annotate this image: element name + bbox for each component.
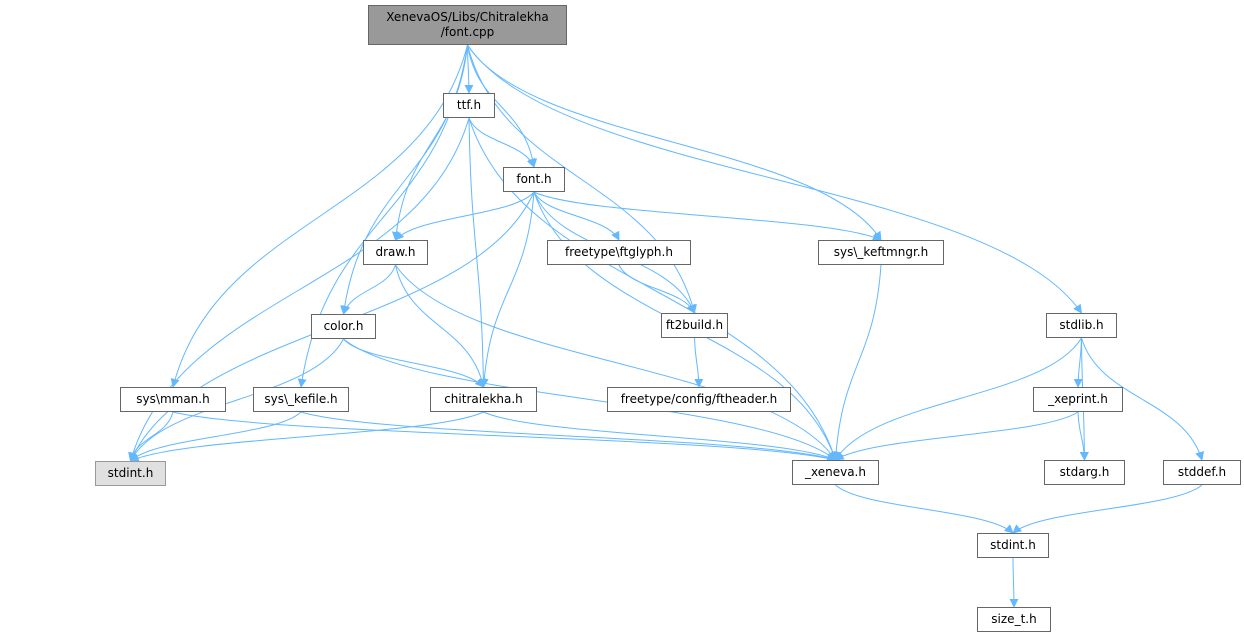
- node-root[interactable]: XenevaOS/Libs/Chitralekha /font.cpp: [368, 5, 567, 45]
- node-draw[interactable]: draw.h: [363, 240, 428, 265]
- edge-root-to-stdlib: [467, 44, 1083, 314]
- edge-chitralekha-to-xeneva: [483, 411, 837, 461]
- edge-sysmman-to-xeneva: [172, 411, 837, 463]
- edge-kefile-to-stdint-leaf: [129, 411, 302, 462]
- node-sysmman[interactable]: sys\mman.h: [120, 387, 226, 412]
- edge-xeprint-to-stdarg: [1077, 411, 1089, 461]
- edge-stdint-to-size-t: [1009, 557, 1019, 608]
- edge-ttf-to-font: [468, 117, 536, 168]
- node-stdint[interactable]: stdint.h: [977, 533, 1049, 558]
- edge-root-to-draw: [391, 44, 468, 241]
- node-kefile[interactable]: sys\_kefile.h: [253, 387, 349, 412]
- node-color[interactable]: color.h: [311, 314, 376, 339]
- node-ft2build[interactable]: ft2build.h: [661, 313, 728, 338]
- edge-root-to-ttf: [464, 44, 474, 94]
- node-keftmngr[interactable]: sys\_keftmngr.h: [818, 240, 944, 265]
- node-stddef[interactable]: stddef.h: [1163, 460, 1241, 485]
- edge-root-to-font: [467, 44, 538, 168]
- node-stdlib[interactable]: stdlib.h: [1046, 313, 1117, 338]
- edge-kefile-to-xeneva: [300, 411, 837, 462]
- edge-keftmngr-to-xeneva: [831, 264, 882, 461]
- edge-chitralekha-to-stdint-leaf: [129, 411, 484, 462]
- edge-xeprint-to-xeneva: [834, 411, 1079, 461]
- node-stdint-leaf[interactable]: stdint.h: [95, 461, 166, 486]
- edge-root-to-color: [340, 44, 468, 315]
- node-xeprint[interactable]: _xeprint.h: [1033, 387, 1123, 412]
- edge-stdlib-to-xeprint: [1073, 337, 1083, 388]
- edge-ftglyph-to-ft2build: [618, 264, 696, 314]
- edge-ft2build-to-ftheader: [694, 337, 704, 388]
- edge-root-to-sysmman: [170, 44, 468, 388]
- edge-font-to-draw: [394, 191, 535, 241]
- node-ftglyph[interactable]: freetype\ftglyph.h: [547, 240, 691, 265]
- edge-root-to-keftmngr: [467, 44, 882, 241]
- edge-stddef-to-stdint: [1012, 484, 1203, 534]
- edge-color-to-stdint-leaf: [130, 338, 344, 462]
- node-ttf[interactable]: ttf.h: [443, 93, 495, 118]
- node-stdarg[interactable]: stdarg.h: [1044, 460, 1125, 485]
- edge-font-to-chitralekha: [479, 191, 535, 388]
- node-xeneva[interactable]: _xeneva.h: [792, 460, 879, 485]
- edge-draw-to-xeneva: [395, 264, 837, 461]
- edge-stdlib-to-stddef: [1081, 337, 1205, 461]
- edge-root-to-ft2build: [467, 44, 697, 314]
- edge-font-to-ftglyph: [533, 191, 620, 241]
- edge-sysmman-to-stdint-leaf: [128, 411, 174, 462]
- edge-draw-to-color: [341, 264, 396, 315]
- edge-font-to-keftmngr: [533, 191, 882, 241]
- edge-ttf-to-chitralekha: [468, 117, 488, 388]
- node-ftheader[interactable]: freetype/config/ftheader.h: [607, 387, 791, 412]
- node-size-t[interactable]: size_t.h: [977, 607, 1051, 632]
- edge-stdlib-to-xeneva: [835, 337, 1082, 461]
- node-chitralekha[interactable]: chitralekha.h: [430, 387, 537, 412]
- edge-color-to-xeneva: [343, 338, 837, 461]
- edge-draw-to-chitralekha: [395, 264, 487, 388]
- edge-xeneva-to-stdint: [835, 484, 1014, 534]
- node-font[interactable]: font.h: [503, 167, 565, 192]
